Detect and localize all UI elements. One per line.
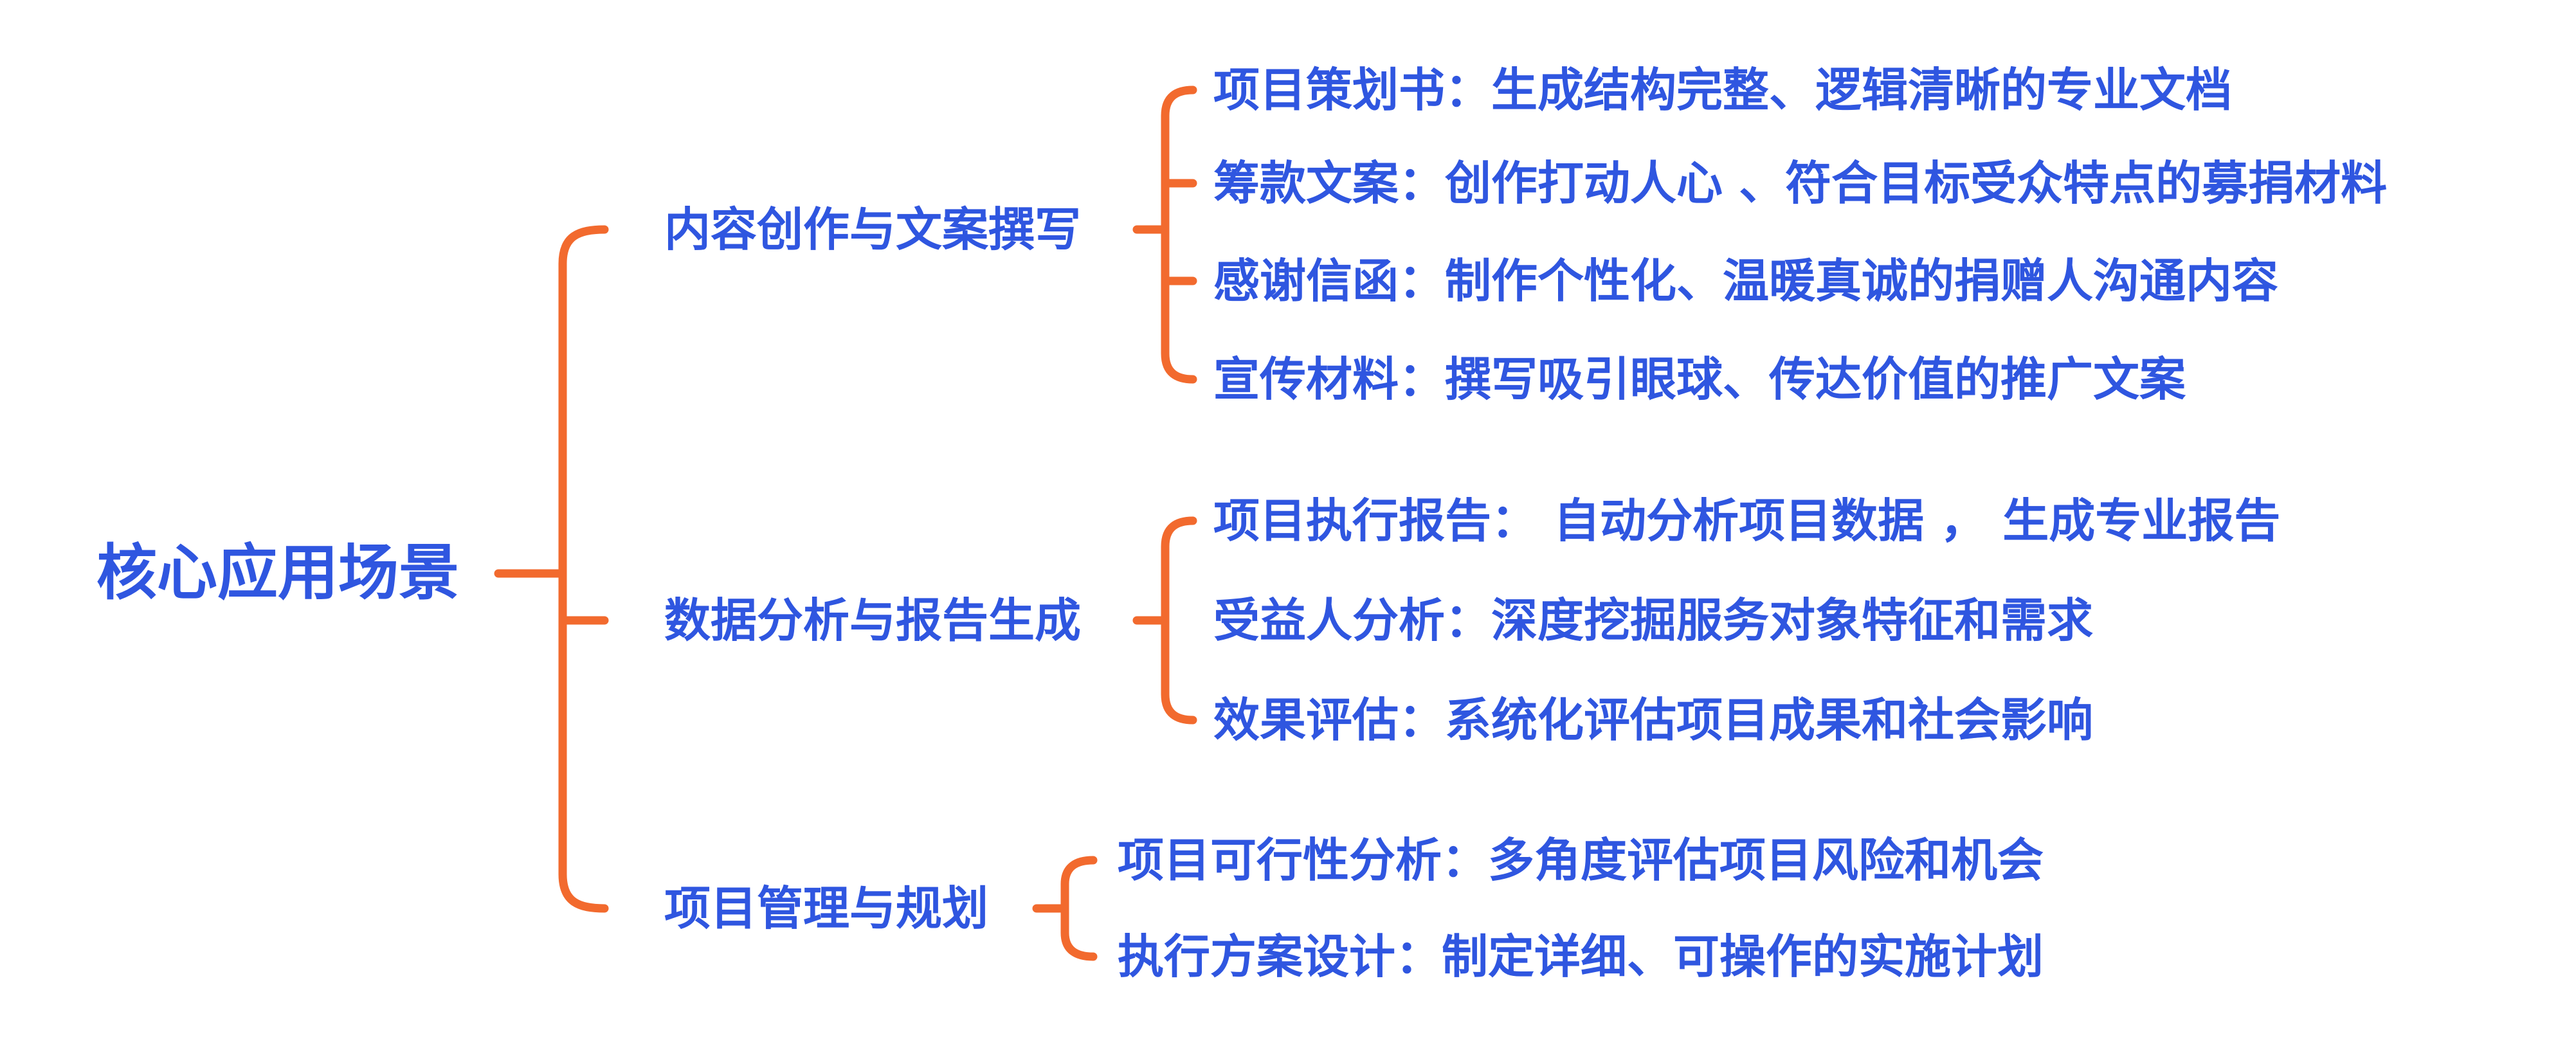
leaf-node: 筹款文案：创作打动人心 、符合目标受众特点的募捐材料 [1213,156,2388,210]
branch-node-content-creation: 内容创作与文案撰写 [664,203,1082,257]
branch-node-data-analysis: 数据分析与报告生成 [664,593,1082,647]
leaf-node: 项目执行报告： 自动分析项目数据 ， 生成专业报告 [1213,494,2281,548]
branch-3-connector [1032,856,1098,961]
branch-2-connector [1132,516,1197,725]
branch-1-connector [1132,86,1197,384]
leaf-node: 项目可行性分析：多角度评估项目风险和机会 [1118,833,2044,887]
leaf-node: 效果评估：系统化评估项目成果和社会影响 [1213,693,2094,747]
root-node: 核心应用场景 [96,538,460,608]
leaf-node: 宣传材料：撰写吸引眼球、传达价值的推广文案 [1213,352,2186,406]
leaf-node: 感谢信函：制作个性化、温暖真诚的捐赠人沟通内容 [1213,254,2279,308]
leaf-node: 执行方案设计：制定详细、可操作的实施计划 [1118,930,2044,984]
leaf-node: 项目策划书：生成结构完整、逻辑清晰的专业文档 [1213,63,2233,117]
root-connector [494,225,609,913]
leaf-node: 受益人分析：深度挖掘服务对象特征和需求 [1213,593,2094,647]
branch-node-project-management: 项目管理与规划 [664,881,989,935]
